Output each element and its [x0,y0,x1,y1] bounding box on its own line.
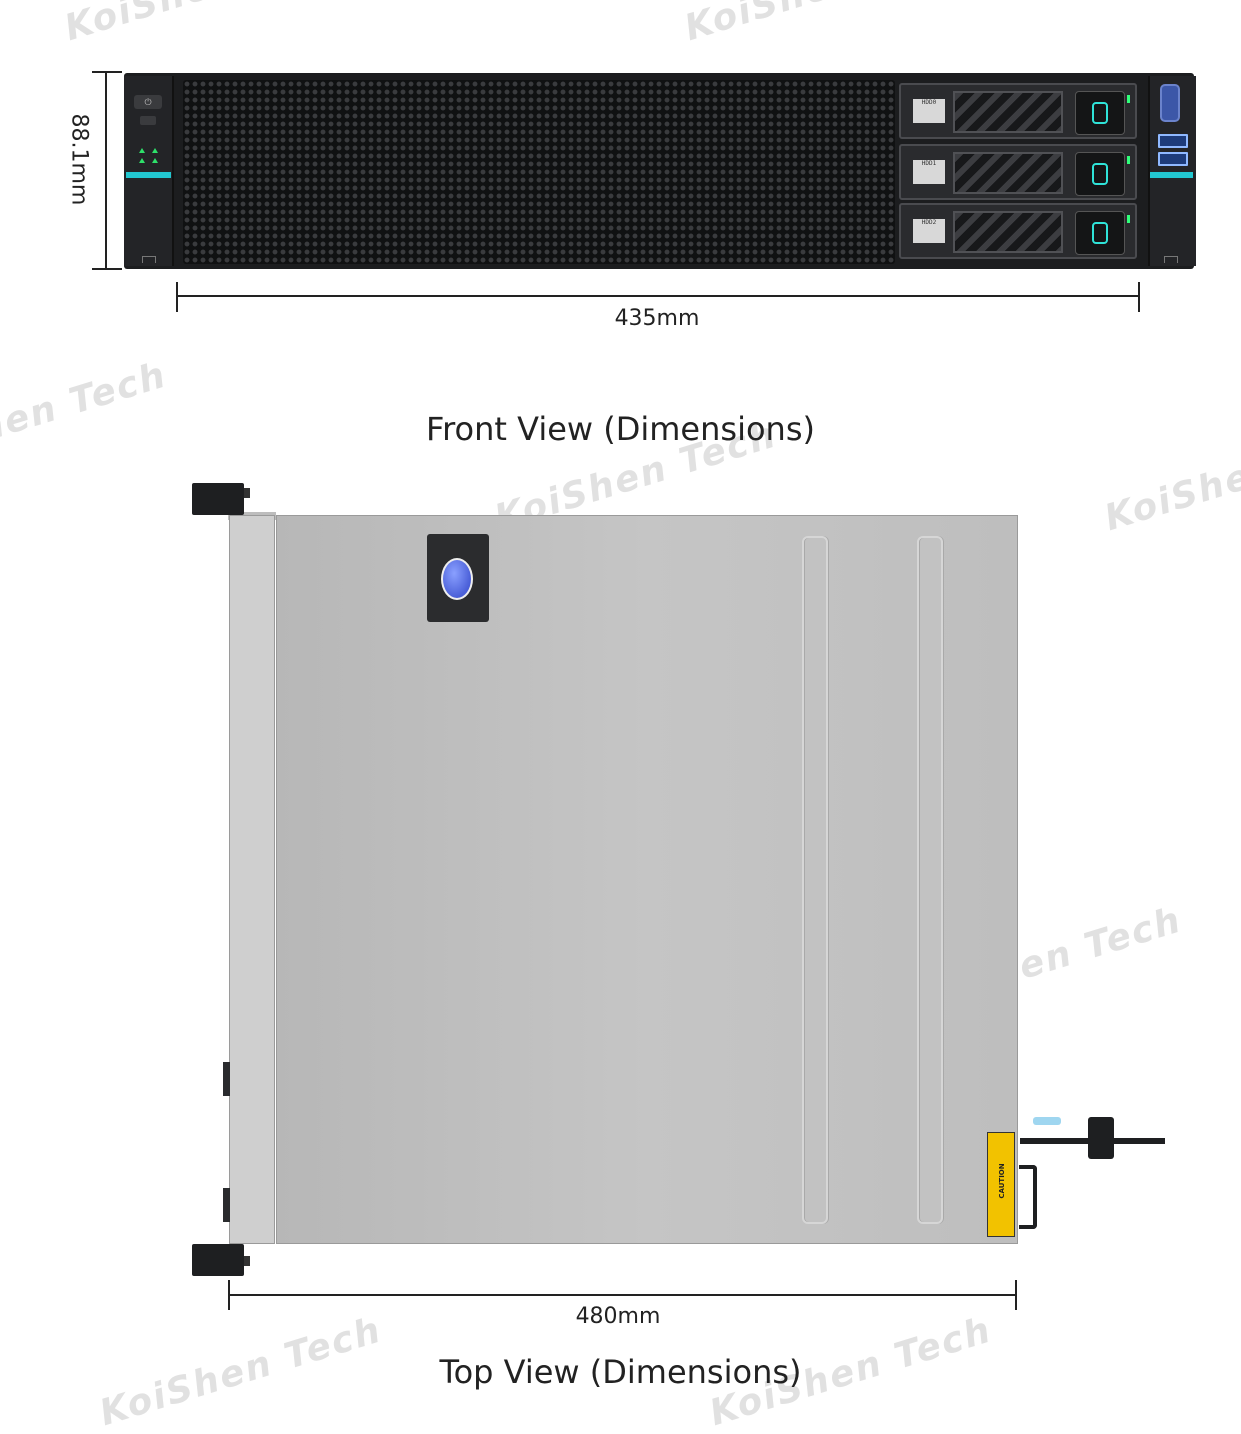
status-led-icon [139,158,145,163]
vga-port-icon [1160,84,1180,122]
status-led-icon [152,158,158,163]
side-notch [223,1188,230,1222]
status-led-icon [139,148,145,153]
status-led-icon [152,148,158,153]
top-cover [276,515,1018,1244]
screw-icon [244,1256,250,1266]
width-dim-line [176,295,1140,297]
drive-led-icon [1127,95,1130,103]
drive-bay: HDD2 [899,203,1137,259]
width-dim-tick-left [176,282,178,312]
height-label: 88.1mm [66,113,92,206]
depth-dim-line [228,1294,1017,1296]
id-button [140,116,156,125]
drive-bay-vent [953,152,1063,194]
front-panel-edge [229,515,275,1244]
height-dim-line [105,71,107,270]
drive-bay: HDD0 [899,83,1137,139]
left-ear-latch [142,256,156,263]
drive-bay-vent [953,91,1063,133]
usb-port-icon [1158,134,1188,148]
front-view-caption: Front View (Dimensions) [426,410,815,448]
width-label: 435mm [614,306,700,331]
power-icon: ⏻ [134,95,162,109]
drive-latch-icon [1075,211,1125,255]
watermark: KoiShen Tech [680,0,972,49]
top-view-caption: Top View (Dimensions) [439,1353,802,1391]
drive-bay-tag: HDD0 [913,99,945,123]
drive-bay-vent [953,211,1063,253]
caution-text: CAUTION [998,1163,1006,1199]
screw-icon [244,488,250,498]
drive-led-icon [1127,215,1130,223]
depth-label: 480mm [575,1304,661,1329]
caution-label: CAUTION [987,1132,1015,1237]
side-notch [223,1062,230,1096]
watermark: KoiShen Tech [60,0,352,49]
drive-bay-tag: HDD2 [913,219,945,243]
drive-bay: HDD1 [899,144,1137,200]
cover-rib [802,536,828,1224]
drive-led-icon [1127,156,1130,164]
top-left-handle [192,483,244,515]
drive-latch-icon [1075,91,1125,135]
height-dim-tick-top [92,71,122,73]
width-dim-tick-right [1138,282,1140,312]
right-accent-strip [1150,172,1193,178]
height-dim-tick-bottom [92,268,122,270]
right-ear-latch [1164,256,1178,263]
rear-release-tab [1033,1117,1061,1125]
drive-bay-tag: HDD1 [913,160,945,184]
cover-lock-icon [427,534,489,622]
cable-clip-icon [1088,1117,1114,1159]
drive-latch-icon [1075,152,1125,196]
front-vent-grille [183,80,895,264]
cover-rib [917,536,943,1224]
bottom-left-handle [192,1244,244,1276]
rear-handle [1019,1165,1037,1229]
usb-port-icon [1158,152,1188,166]
left-accent-strip [126,172,171,178]
